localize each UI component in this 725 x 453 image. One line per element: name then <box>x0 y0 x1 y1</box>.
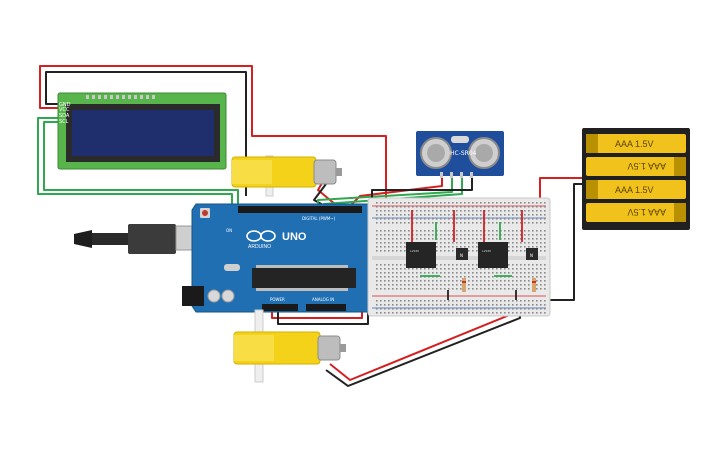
sonar-crystal <box>451 136 469 143</box>
battery-cell-3-label: AAA 1.5V <box>615 185 654 195</box>
power-header-label: POWER <box>270 297 285 302</box>
driver-1-label: L293D <box>410 249 419 253</box>
sonar-label: HC-SR04 <box>450 150 477 157</box>
battery-cell-2: AAA 1.5V <box>586 157 686 176</box>
motor-driver-1: L293D <box>406 242 436 268</box>
motor-driver-2: L293D <box>478 242 508 268</box>
battery-cell-1-label: AAA 1.5V <box>615 139 654 149</box>
lcd-screen <box>72 110 214 156</box>
wire-lcd-vcc-red <box>39 65 387 206</box>
analog-header <box>306 304 346 311</box>
battery-cell-1: AAA 1.5V <box>586 134 686 153</box>
atmega-pins <box>256 265 348 291</box>
power-jack <box>182 286 204 306</box>
wire-sonar-gnd <box>371 178 473 200</box>
lcd-display: GND VCC SDA SCL <box>57 92 227 170</box>
usb-cable-strain <box>74 230 92 248</box>
transistor-1: N <box>456 248 468 260</box>
lcd-pin-sda: SDA <box>59 113 70 119</box>
wire-lcd-scl-green <box>43 121 239 208</box>
crystal <box>224 264 240 271</box>
transistor-2-label: N <box>530 253 533 258</box>
usb-plug <box>128 224 176 254</box>
arduino-logo <box>246 230 276 242</box>
usb-cable <box>92 233 128 245</box>
battery-cell-4-label: AAA 1.5V <box>627 207 666 217</box>
battery-cell-3: AAA 1.5V <box>586 180 686 199</box>
arduino-model: UNO <box>282 231 307 243</box>
driver-2-label: L293D <box>482 249 491 253</box>
capacitor-2 <box>221 289 235 303</box>
wire-lcd-sda-green <box>37 117 233 208</box>
digital-header-label: DIGITAL (PWM~) <box>302 216 336 221</box>
resistor-1 <box>462 278 466 292</box>
breadboard-jumpers <box>411 210 523 300</box>
wire-lcd-gnd-black <box>45 71 247 196</box>
lcd-pin-scl: SCL <box>59 119 69 125</box>
digital-header <box>238 206 362 213</box>
arduino-brand: ARDUINO <box>248 244 271 250</box>
lcd-pin-vcc: VCC <box>59 107 70 113</box>
transistor-1-label: N <box>460 253 463 258</box>
analog-header-label: ANALOG IN <box>312 297 334 302</box>
lcd-pin-gnd: GND <box>59 102 71 108</box>
battery-cell-4: AAA 1.5V <box>586 203 686 222</box>
ultrasonic-sensor: HC-SR04 <box>416 131 504 178</box>
motor1-can <box>313 159 337 185</box>
dc-motor-bottom <box>233 309 346 383</box>
dc-motor-top <box>231 155 342 197</box>
atmega-chip <box>252 268 356 288</box>
capacitor-1 <box>207 289 221 303</box>
sonar-pins <box>440 172 473 178</box>
resistor-2 <box>532 278 536 292</box>
battery-pack: AAA 1.5V AAA 1.5V AAA 1.5V AAA 1.5V <box>582 128 690 230</box>
transistor-2: N <box>526 248 538 260</box>
on-led-label: ON <box>226 228 232 233</box>
motor2-can <box>317 335 341 361</box>
power-header <box>262 304 298 311</box>
arduino-uno: DIGITAL (PWM~) ARDUINO UNO ON POWER ANAL… <box>74 203 373 313</box>
lcd-top-pins <box>86 95 155 99</box>
battery-cell-2-label: AAA 1.5V <box>627 161 666 171</box>
